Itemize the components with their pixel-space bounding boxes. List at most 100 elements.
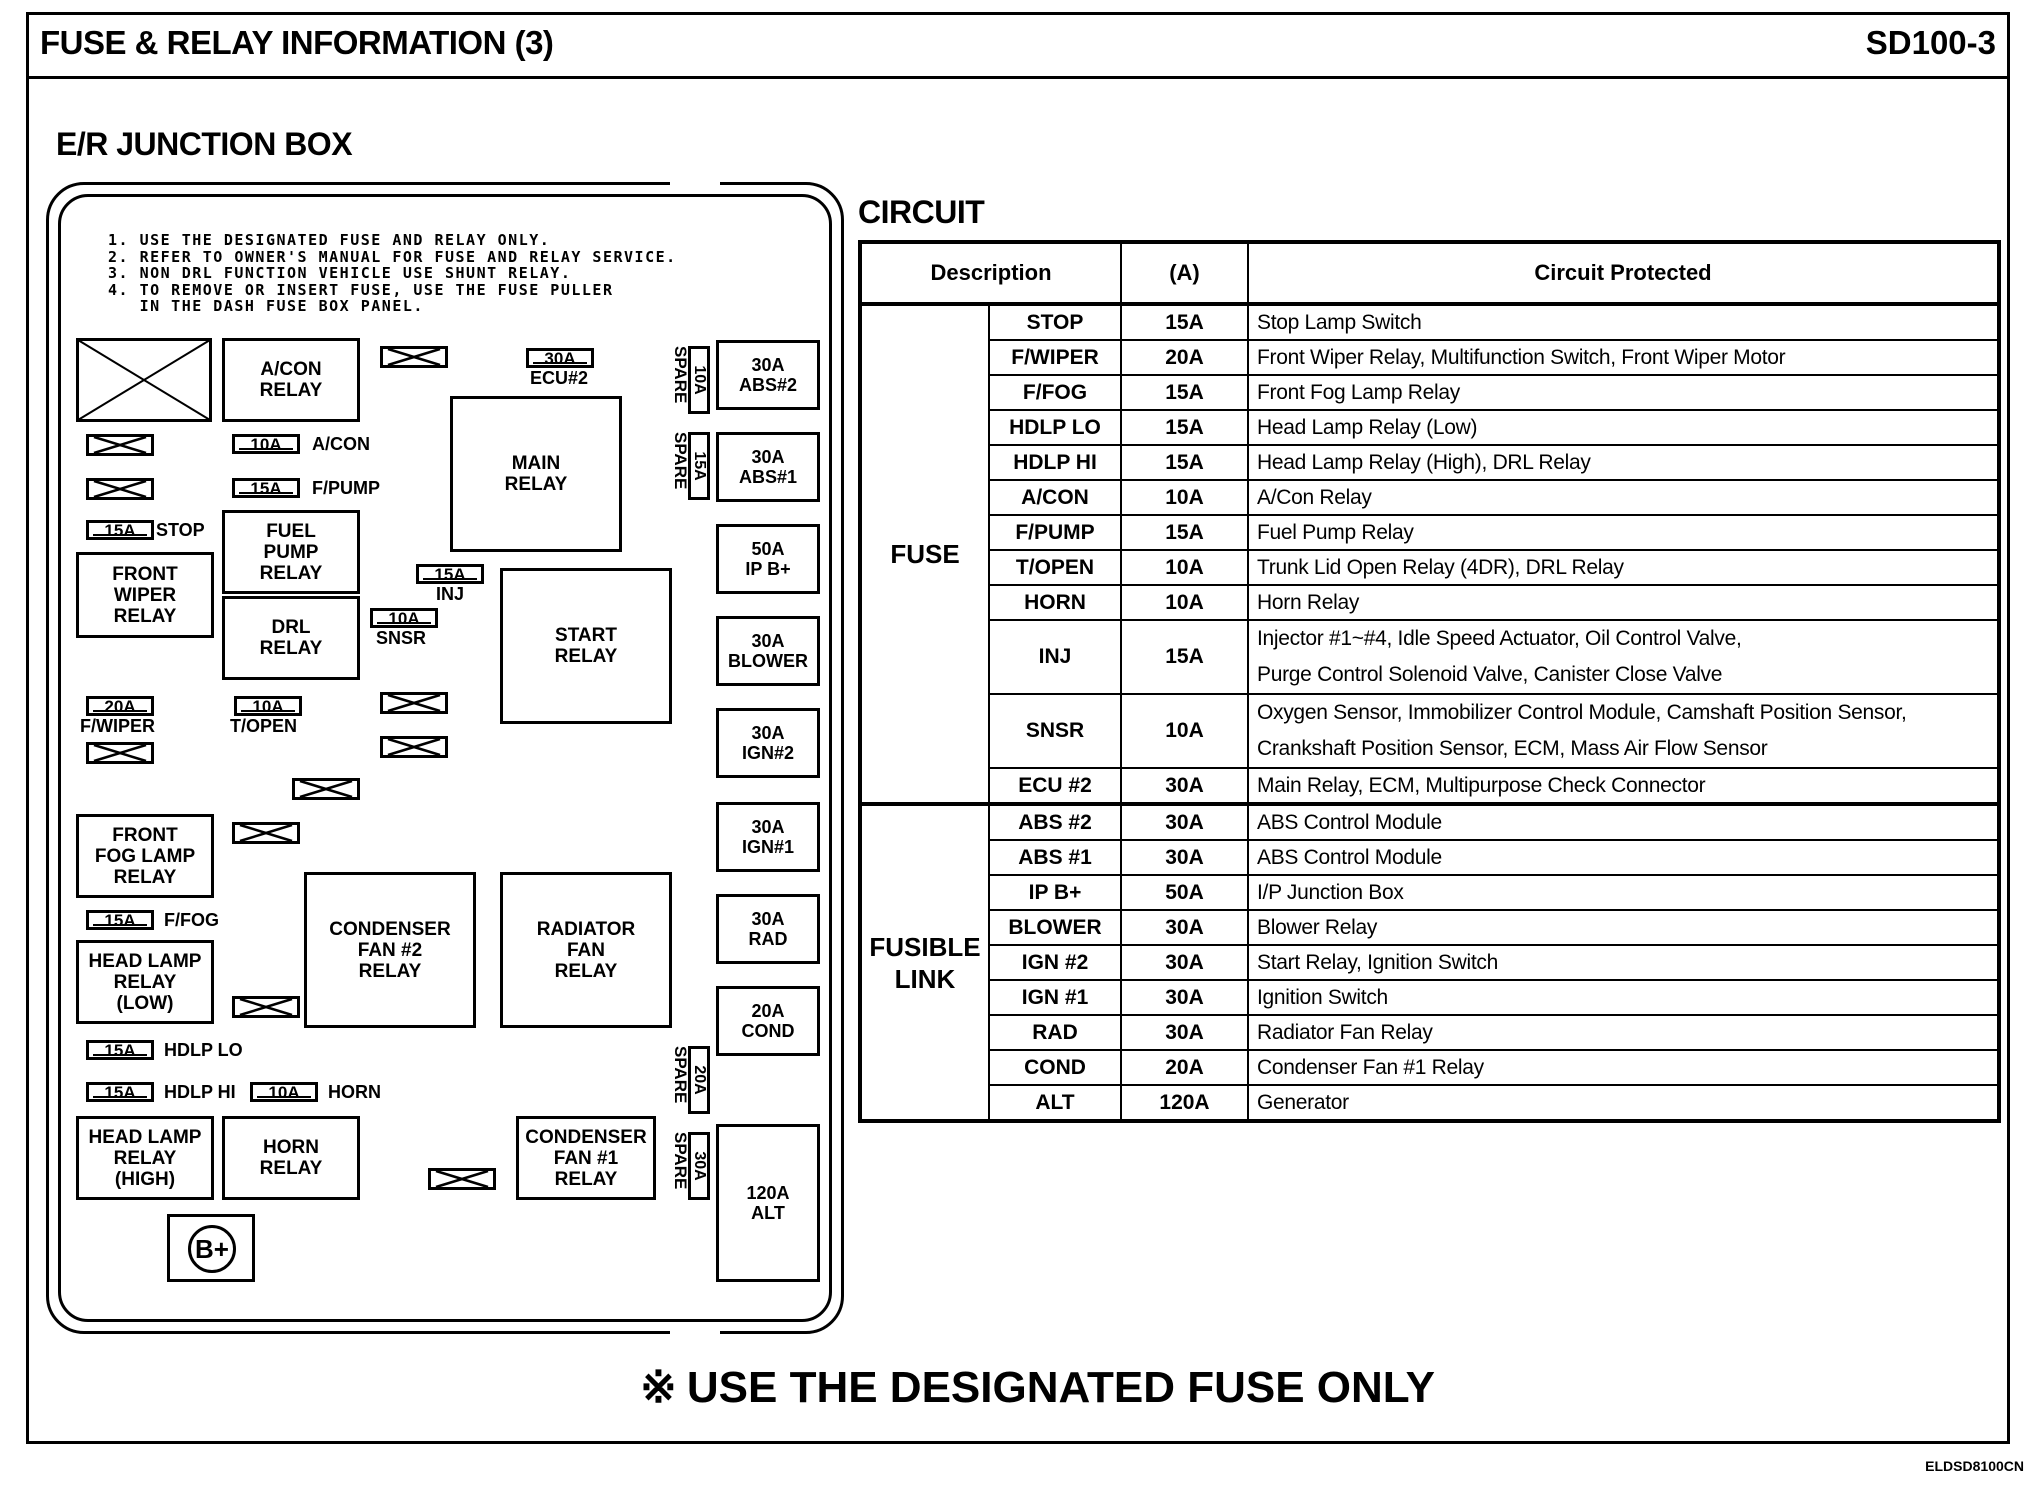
cell-amps: 30A <box>1120 839 1249 876</box>
fuse-fpump-label: F/PUMP <box>312 478 381 498</box>
cell-circuit-protected: Head Lamp Relay (High), DRL Relay <box>1247 444 2000 481</box>
cell-description: STOP <box>988 302 1122 341</box>
text-line: ALT <box>751 1203 785 1223</box>
cell-circuit-protected: Front Wiper Relay, Multifunction Switch,… <box>1247 339 2000 376</box>
cell-circuit-protected: Main Relay, ECM, Multipurpose Check Conn… <box>1247 767 2000 805</box>
blank-fuse-x <box>86 478 154 500</box>
text-line: 120A <box>746 1183 790 1203</box>
text-line: RELAY <box>358 960 422 982</box>
text-line: FRONT <box>112 563 178 585</box>
text-line: (LOW) <box>116 992 174 1014</box>
text-line: RELAY <box>113 866 177 888</box>
fuse-ecu2: 30A <box>526 348 594 368</box>
fuse-fwiper: 20A <box>86 696 154 716</box>
cell-description: IGN #2 <box>988 944 1122 981</box>
text-line: RELAY <box>504 474 568 495</box>
text-line: RELAY <box>259 1158 323 1179</box>
cell-circuit-protected: Generator <box>1247 1084 2000 1122</box>
cell-amps: 20A <box>1120 1049 1249 1086</box>
cell-description: HORN <box>988 584 1122 621</box>
cell-description: INJ <box>988 619 1122 695</box>
cell-circuit-protected: A/Con Relay <box>1247 479 2000 516</box>
cell-circuit-protected: Front Fog Lamp Relay <box>1247 374 2000 411</box>
empty-slot-x <box>76 338 212 422</box>
text-line: RELAY <box>259 380 323 401</box>
text-line: FAN <box>567 939 605 961</box>
text-line: LINK <box>894 963 956 994</box>
reference-mark-icon: ※ <box>640 1363 677 1412</box>
fuse-ffog: 15A <box>86 910 154 930</box>
designated-fuse-warning: ※USE THE DESIGNATED FUSE ONLY <box>640 1363 1435 1412</box>
cell-circuit-protected: Condenser Fan #1 Relay <box>1247 1049 2000 1086</box>
table-header-row: Description (A) Circuit Protected <box>859 241 2000 305</box>
header-divider <box>26 76 2010 79</box>
fuse-inj: 15A <box>416 564 484 584</box>
text-line: DRL <box>271 617 311 638</box>
cell-amps: 10A <box>1120 584 1249 621</box>
text-line: 30A <box>751 355 785 375</box>
text-line: START <box>555 625 617 646</box>
cell-circuit-protected: Stop Lamp Switch <box>1247 302 2000 341</box>
battery-plus-icon: B+ <box>188 1225 236 1273</box>
blank-fuse-x <box>380 692 448 714</box>
text-line: IGN#1 <box>741 837 795 857</box>
text-line: Oxygen Sensor, Immobilizer Control Modul… <box>1257 701 1907 724</box>
junction-box-inner <box>58 194 832 1322</box>
fuse-hdlphi: 15A <box>86 1082 154 1102</box>
cell-amps: 10A <box>1120 693 1249 769</box>
fuse-acon-label: A/CON <box>312 434 370 454</box>
blank-fuse-x <box>292 778 360 800</box>
blank-fuse-x <box>232 996 300 1018</box>
text-line: 30A <box>751 909 785 929</box>
col-amps: (A) <box>1120 241 1249 305</box>
circuit-title: CIRCUIT <box>858 194 985 230</box>
text-line: BLOWER <box>728 651 808 671</box>
cell-circuit-protected: I/P Junction Box <box>1247 874 2000 911</box>
text-line: 20A <box>751 1001 785 1021</box>
text-line: 30A <box>751 723 785 743</box>
cell-amps: 120A <box>1120 1084 1249 1122</box>
cell-amps: 15A <box>1120 514 1249 551</box>
note-4: 4. TO REMOVE OR INSERT FUSE, USE THE FUS… <box>108 280 614 299</box>
cell-amps: 10A <box>1120 479 1249 516</box>
cell-description: F/WIPER <box>988 339 1122 376</box>
cell-amps: 30A <box>1120 979 1249 1016</box>
text-line: FOG LAMP <box>94 845 196 867</box>
note-3: 3. NON DRL FUNCTION VEHICLE USE SHUNT RE… <box>108 264 572 282</box>
fuse-horn: 10A <box>250 1082 318 1102</box>
cell-amps: 30A <box>1120 767 1249 805</box>
blank-fuse-x <box>232 822 300 844</box>
image-code: ELDSD8100CN <box>1925 1458 2024 1474</box>
fuse-inj-label: INJ <box>436 584 465 604</box>
cell-description: HDLP LO <box>988 409 1122 446</box>
note-2: 2. REFER TO OWNER'S MANUAL FOR FUSE AND … <box>108 247 677 266</box>
text-line: Injector #1~#4, Idle Speed Actuator, Oil… <box>1257 627 1742 650</box>
